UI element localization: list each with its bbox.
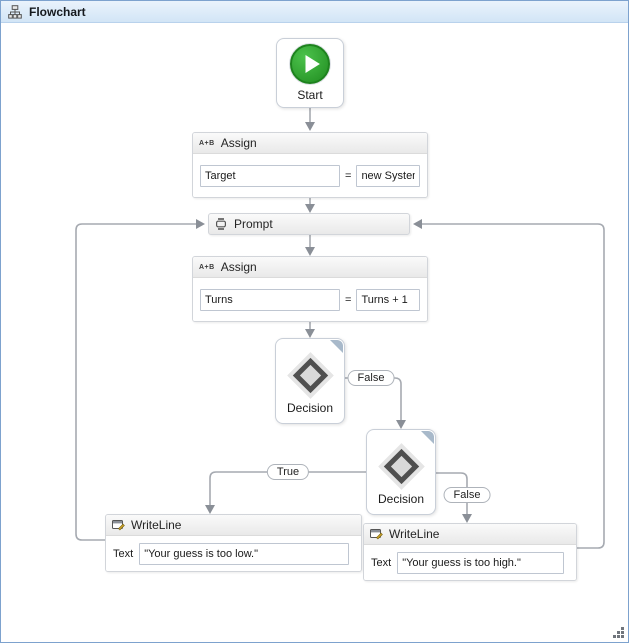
assign2-body: = [193,278,427,321]
arrowhead [413,219,422,229]
arrowhead [305,247,315,256]
resize-grip[interactable] [612,626,625,639]
connector-label-false: False [347,370,395,386]
writeline2-header[interactable]: WriteLine [364,524,576,545]
arrowhead [462,514,472,523]
writeline1-text-field[interactable] [139,543,349,565]
prompt-icon [215,218,227,230]
writeline1-body: Text [106,536,361,571]
assign1-activity[interactable]: A+B Assign = [192,132,428,198]
prompt-title: Prompt [234,217,273,231]
connector-writeline2-loop-prompt[interactable] [422,223,605,549]
decision-icon [374,441,428,491]
flowchart-titlebar[interactable]: Flowchart [1,1,628,23]
connector-writeline1-loop-prompt[interactable] [75,223,196,541]
play-icon [290,44,330,84]
writeline1-activity[interactable]: WriteLine Text [105,514,362,572]
assign2-activity[interactable]: A+B Assign = [192,256,428,322]
decision1-node[interactable]: Decision [275,338,345,424]
text-label: Text [371,557,392,569]
arrowhead [305,204,315,213]
connector-decision1-false[interactable] [345,377,402,420]
assign-icon: A+B [199,139,215,147]
writeline2-text-field[interactable] [397,552,564,574]
writeline1-header[interactable]: WriteLine [106,515,361,536]
assign2-header[interactable]: A+B Assign [193,257,427,278]
designer-canvas[interactable]: Start A+B Assign = Prompt [1,23,628,642]
assign1-to-field[interactable] [200,165,340,187]
connector-label-false: False [443,487,491,503]
text-label: Text [113,548,134,560]
equals-sign: = [345,294,352,306]
writeline2-activity[interactable]: WriteLine Text [363,523,577,581]
decision2-label: Decision [377,492,425,506]
assign2-to-field[interactable] [200,289,340,311]
connector-decision2-false[interactable] [436,472,468,514]
decision1-label: Decision [286,401,334,415]
connector-layer [75,108,605,549]
assign1-title: Assign [220,136,257,150]
prompt-activity[interactable]: Prompt [208,213,410,235]
assign2-value-field[interactable] [356,289,420,311]
assign1-body: = [193,154,427,197]
connector-decision2-true[interactable] [209,471,366,505]
assign1-header[interactable]: A+B Assign [193,133,427,154]
arrowhead [205,505,215,514]
writeline2-body: Text [364,545,576,580]
assign1-value-field[interactable] [356,165,420,187]
arrowhead [196,219,205,229]
flowchart-icon [8,4,22,19]
start-node[interactable]: Start [276,38,344,108]
decision-icon [283,350,337,400]
assign2-title: Assign [220,260,257,274]
assign-icon: A+B [199,263,215,271]
equals-sign: = [345,170,352,182]
decision2-node[interactable]: Decision [366,429,436,515]
arrowhead [396,420,406,429]
writeline2-title: WriteLine [389,527,440,541]
writeline-icon [370,529,383,540]
page-title: Flowchart [29,4,86,19]
start-label: Start [297,88,323,102]
arrowhead [305,122,315,131]
fold-corner-icon [330,340,343,353]
arrowhead [305,329,315,338]
connector-label-true: True [266,464,310,480]
writeline1-title: WriteLine [131,518,182,532]
fold-corner-icon [421,431,434,444]
writeline-icon [112,520,125,531]
